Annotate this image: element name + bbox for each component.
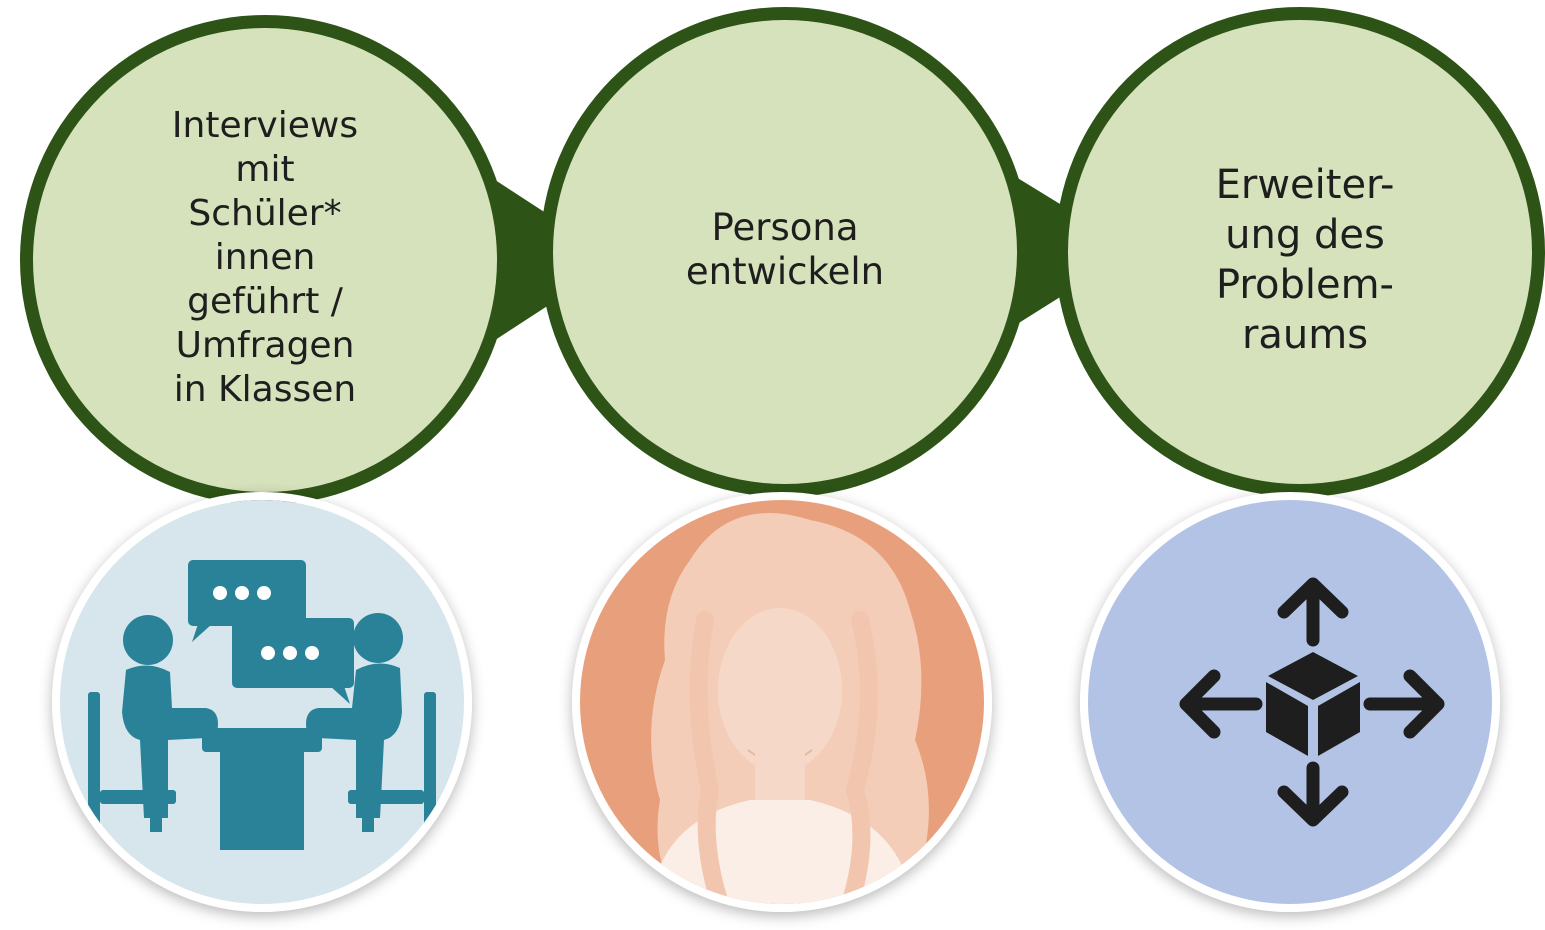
step-1-circle-fill <box>33 28 497 492</box>
step-2-shape <box>540 7 1135 497</box>
step-3-circle-fill <box>1068 20 1532 484</box>
step-1-shape <box>20 15 618 505</box>
problem-space-image <box>1080 492 1500 912</box>
step-3-label: Erweiter- ung des Problem- raums <box>1215 162 1395 358</box>
persona-icon <box>580 500 984 904</box>
interview-icon <box>60 500 464 904</box>
step-3-shape <box>1055 7 1545 497</box>
interview-image <box>52 492 472 912</box>
problem-space-icon <box>1088 500 1492 904</box>
process-flow <box>20 7 1545 505</box>
persona-image <box>572 492 992 912</box>
step-2-label: Persona entwickeln <box>685 206 885 293</box>
step-1-label: Interviews mit Schüler* innen geführt / … <box>171 104 359 410</box>
step-2-circle-fill <box>553 20 1017 484</box>
